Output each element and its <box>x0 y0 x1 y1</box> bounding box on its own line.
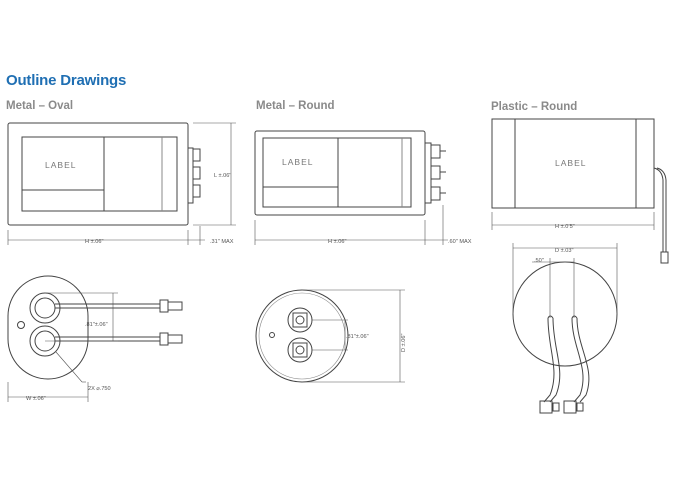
oval-terminal-3 <box>192 184 201 198</box>
round-terminal-1 <box>430 144 441 159</box>
plastic-label-text: LABEL <box>555 158 586 168</box>
section-title-metal-oval: Metal – Oval <box>6 100 74 112</box>
page-title: Outline Drawings <box>6 72 127 89</box>
oval-terminal-dim: .31" MAX <box>210 239 234 245</box>
plastic-lead-terminal-2 <box>563 400 577 414</box>
metal-oval-side-view <box>7 122 201 226</box>
round-terminal-3 <box>430 186 441 201</box>
plastic-diameter-dim: D ±.03" <box>555 248 573 254</box>
plastic-wire-terminal <box>660 251 669 264</box>
section-title-plastic-round: Plastic – Round <box>491 101 578 113</box>
plastic-dimension-lines <box>491 212 655 230</box>
oval-vent-hole <box>17 321 25 329</box>
metal-round-top-view <box>255 289 349 383</box>
round-terminal-dim: .60" MAX <box>448 239 472 245</box>
oval-terminal-base <box>187 147 194 204</box>
oval-height-dim: H ±.06" <box>85 239 103 245</box>
plastic-top-dimension-lines <box>512 243 618 318</box>
oval-top-outline <box>7 275 89 380</box>
plastic-lead-1 <box>543 317 555 403</box>
oval-holes-dim: 2X ⌀.750 <box>88 386 111 392</box>
round-can-outer <box>254 130 426 216</box>
oval-terminal-2 <box>192 166 201 180</box>
round-can-inner <box>262 137 412 208</box>
oval-terminal-1 <box>192 148 201 162</box>
round-terminal-2 <box>430 165 441 180</box>
round-terminal-base <box>424 142 432 204</box>
plastic-round-side-view <box>491 118 669 264</box>
plastic-height-dim: H ±.0’5" <box>555 224 575 230</box>
round-vent-hole <box>269 332 275 338</box>
oval-length-dim: L ±.06" <box>214 173 231 179</box>
oval-wire-terminal-2 <box>159 332 169 346</box>
round-label-text: LABEL <box>282 157 313 167</box>
plastic-top-outline <box>512 261 618 367</box>
oval-label-text: LABEL <box>45 160 76 170</box>
round-height-dim: H ±.06" <box>328 239 346 245</box>
oval-can-inner <box>21 136 178 212</box>
round-spacing-dim: .81"±.06" <box>346 334 369 340</box>
round-terminal-top-2 <box>287 337 313 363</box>
plastic-offset-dim: .50" <box>534 258 544 264</box>
round-diameter-dim: D ±.06" <box>401 334 407 352</box>
round-top-dimension-lines <box>302 289 405 383</box>
oval-can-outer <box>7 122 189 226</box>
oval-dimension-lines <box>7 122 236 245</box>
plastic-can-outer <box>491 118 655 209</box>
oval-wire-terminal-1 <box>159 299 169 313</box>
oval-width-dim: W ±.06" <box>26 396 46 402</box>
plastic-lead-terminal-1 <box>539 400 553 414</box>
oval-spacing-dim: .81"±.06" <box>85 322 108 328</box>
metal-round-side-view <box>254 130 446 216</box>
plastic-lead-2 <box>571 317 584 403</box>
round-terminal-top-1 <box>287 307 313 333</box>
round-dimension-lines <box>254 205 448 245</box>
oval-top-dimension-lines <box>7 292 118 402</box>
plastic-wire-lead <box>653 167 664 252</box>
section-title-metal-round: Metal – Round <box>256 100 335 112</box>
plastic-round-top-view <box>512 261 618 414</box>
